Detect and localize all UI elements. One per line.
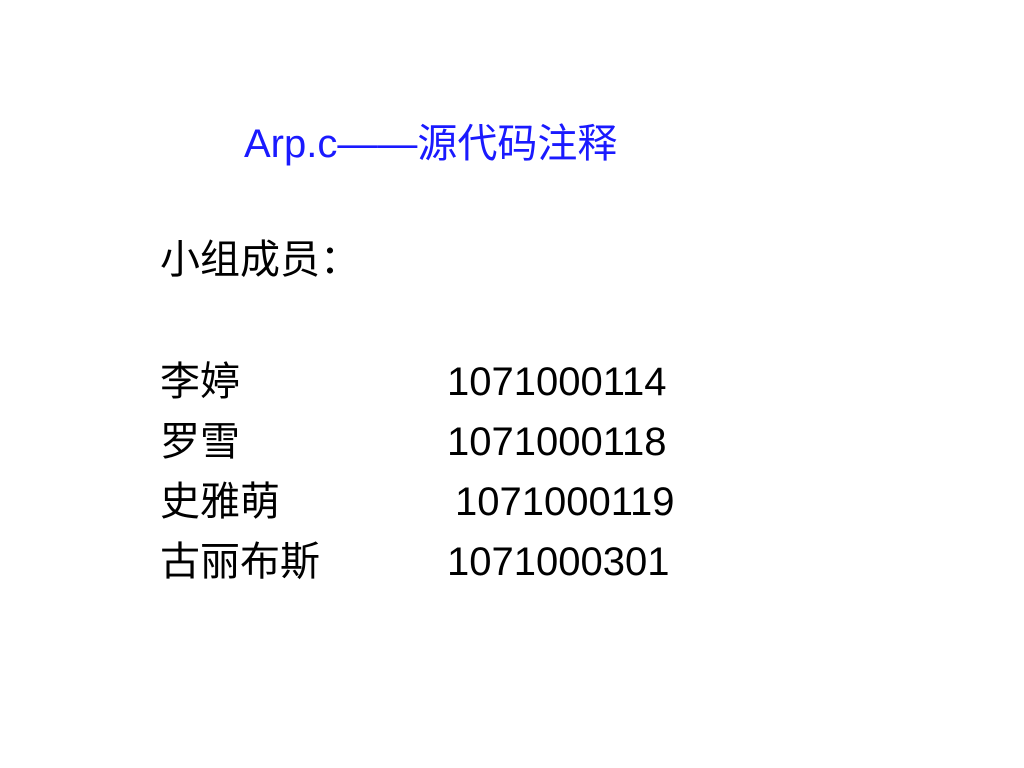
group-members-heading: 小组成员：	[160, 237, 360, 283]
member-row: 史雅萌 1071000119	[160, 472, 800, 532]
member-id: 1071000119	[455, 480, 675, 524]
member-name: 李婷	[160, 359, 240, 405]
member-row: 罗雪 1071000118	[160, 412, 800, 472]
member-list: 李婷 1071000114 罗雪 1071000118 史雅萌 10710001…	[160, 352, 800, 592]
member-id: 1071000114	[447, 360, 667, 404]
member-id: 1071000301	[447, 540, 670, 584]
slide-title: Arp.c——源代码注释	[244, 122, 618, 166]
member-id: 1071000118	[447, 420, 667, 464]
member-name: 罗雪	[160, 419, 240, 465]
member-name: 史雅萌	[160, 479, 280, 525]
member-row: 古丽布斯 1071000301	[160, 532, 800, 592]
member-row: 李婷 1071000114	[160, 352, 800, 412]
member-name: 古丽布斯	[160, 539, 320, 585]
